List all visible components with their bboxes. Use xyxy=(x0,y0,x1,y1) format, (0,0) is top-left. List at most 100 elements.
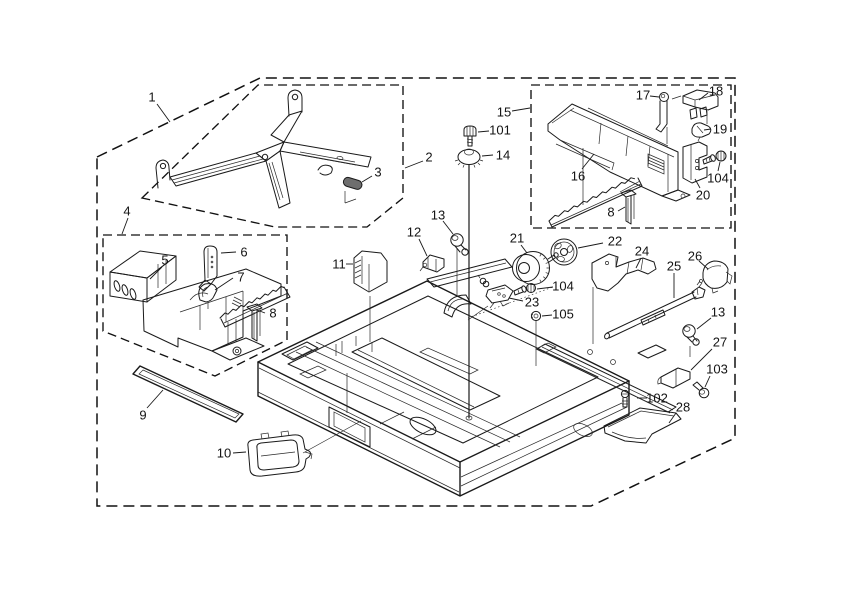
part-label-23: 23 xyxy=(525,295,539,310)
part-1-bracket xyxy=(155,89,372,209)
part-leader-6 xyxy=(220,251,237,254)
part-leader-21 xyxy=(520,244,528,254)
assembly-axis-lines xyxy=(467,286,554,319)
part-8-latch-left xyxy=(246,303,263,342)
part-leader-1 xyxy=(156,103,171,123)
part-label-104: 104 xyxy=(707,171,729,186)
box4-chassis xyxy=(142,268,291,361)
part-16-guide-plate xyxy=(547,103,691,205)
part-23-bracket-spring xyxy=(467,274,514,321)
part-label-103: 103 xyxy=(706,362,728,377)
part-13-roller-top xyxy=(450,233,469,296)
part-label-26: 26 xyxy=(688,249,702,264)
part-leader-18 xyxy=(698,92,709,101)
part-label-19: 19 xyxy=(713,122,727,137)
part-leader-13 xyxy=(442,220,454,235)
part-18-bracket xyxy=(682,89,719,120)
part-103-screw xyxy=(692,381,710,399)
part-5-block xyxy=(109,250,177,303)
part-leader-26 xyxy=(698,260,709,270)
part-label-10: 10 xyxy=(217,446,231,461)
part-label-7: 7 xyxy=(237,270,244,285)
part-leader-105 xyxy=(541,314,553,317)
subassembly-box-4 xyxy=(102,234,288,377)
part-7-clip xyxy=(198,283,218,309)
part-label-22: 22 xyxy=(608,234,622,249)
part-leader-8 xyxy=(256,309,266,314)
part-8-latch-box15 xyxy=(619,180,641,225)
part-21-gear xyxy=(512,251,559,285)
part-leader-7 xyxy=(214,277,234,291)
part-leader-24 xyxy=(635,257,642,269)
part-label-8: 8 xyxy=(269,306,276,321)
part-label-28: 28 xyxy=(676,400,690,415)
part-17-pin xyxy=(655,92,682,144)
part-20-bracket xyxy=(682,141,708,184)
part-label-5: 5 xyxy=(161,253,168,268)
part-label-104: 104 xyxy=(552,279,574,294)
part-label-14: 14 xyxy=(496,148,510,163)
diagram-borders xyxy=(96,77,736,507)
part-16-rack-gear xyxy=(548,177,643,228)
part-label-20: 20 xyxy=(696,188,710,203)
part-leader-5 xyxy=(149,266,163,280)
part-13-roller-right xyxy=(682,324,700,357)
part-3-pad xyxy=(342,176,363,190)
part-leader-104 xyxy=(536,286,554,290)
part-label-105: 105 xyxy=(552,307,574,322)
part-27-bracket xyxy=(657,367,691,389)
part-leader-2 xyxy=(404,160,424,169)
part-11-cover xyxy=(353,250,388,342)
part-leader-17 xyxy=(649,95,660,98)
part-label-13: 13 xyxy=(431,208,445,223)
part-label-11: 11 xyxy=(332,257,346,272)
part-label-6: 6 xyxy=(240,245,247,260)
part-label-24: 24 xyxy=(635,244,649,259)
part-19-clip xyxy=(691,111,712,142)
part-label-21: 21 xyxy=(510,231,524,246)
paper-tray-body xyxy=(257,258,677,497)
subassembly-box-15 xyxy=(530,84,732,229)
part-label-12: 12 xyxy=(407,225,421,240)
part-leader-101 xyxy=(477,130,490,133)
subassembly-box-1 xyxy=(140,84,404,228)
part-14-gear-shaft xyxy=(454,148,484,421)
part-28-plate xyxy=(603,407,682,444)
part-leader-16 xyxy=(581,153,595,170)
part-6-stopper xyxy=(198,245,218,292)
part-label-1: 1 xyxy=(148,90,155,105)
part-26-cam-cover xyxy=(702,260,733,294)
part-22-pulley xyxy=(550,238,578,266)
part-label-16: 16 xyxy=(571,169,585,184)
part-leader-15 xyxy=(511,107,531,112)
part-leader-20 xyxy=(694,178,701,189)
part-leader-27 xyxy=(690,348,713,371)
part-leader-10 xyxy=(232,451,247,454)
part-leader-103 xyxy=(704,375,711,388)
part-leader-22 xyxy=(577,242,604,249)
part-leader-28 xyxy=(668,412,677,424)
part-label-17: 17 xyxy=(636,88,650,103)
part-label-8: 8 xyxy=(607,205,614,220)
part-label-18: 18 xyxy=(709,84,723,99)
part-label-25: 25 xyxy=(667,259,681,274)
part-leader-104 xyxy=(717,161,721,172)
part-105-e-ring xyxy=(530,310,542,366)
part-24-arm xyxy=(591,253,657,344)
part-102-screw xyxy=(620,389,630,408)
part-10-handle-bezel xyxy=(247,373,362,477)
part-label-2: 2 xyxy=(425,150,432,165)
part-leader-14 xyxy=(481,154,494,157)
part-label-102: 102 xyxy=(646,391,668,406)
part-label-13: 13 xyxy=(711,305,725,320)
part-leader-13 xyxy=(696,317,712,330)
part-leader-3 xyxy=(361,175,373,183)
part-label-15: 15 xyxy=(497,105,511,120)
part-leader-4 xyxy=(121,217,129,235)
part-leader-19 xyxy=(703,128,712,131)
part-101-screw xyxy=(463,125,477,147)
part-label-101: 101 xyxy=(489,123,511,138)
part-104-screw-center xyxy=(513,283,536,296)
